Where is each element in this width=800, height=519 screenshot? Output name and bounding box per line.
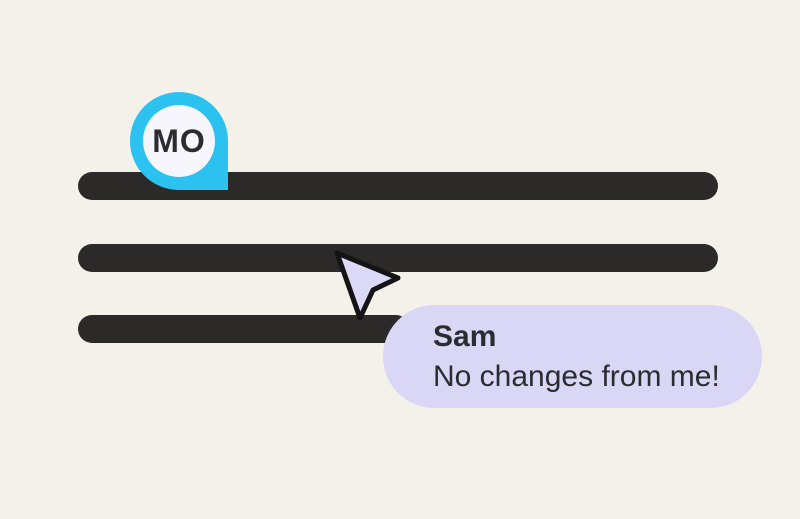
text-line-placeholder: [78, 244, 718, 272]
comment-bubble[interactable]: Sam No changes from me!: [383, 305, 762, 408]
presence-initials-label: MO: [152, 122, 206, 159]
comment-author: Sam: [433, 319, 497, 353]
presence-badge[interactable]: MO: [130, 92, 228, 190]
text-line-placeholder: [78, 315, 410, 343]
comment-message: No changes from me!: [433, 359, 720, 393]
presence-badge-circle: MO: [143, 105, 215, 177]
cursor-arrow-icon: [334, 250, 401, 321]
